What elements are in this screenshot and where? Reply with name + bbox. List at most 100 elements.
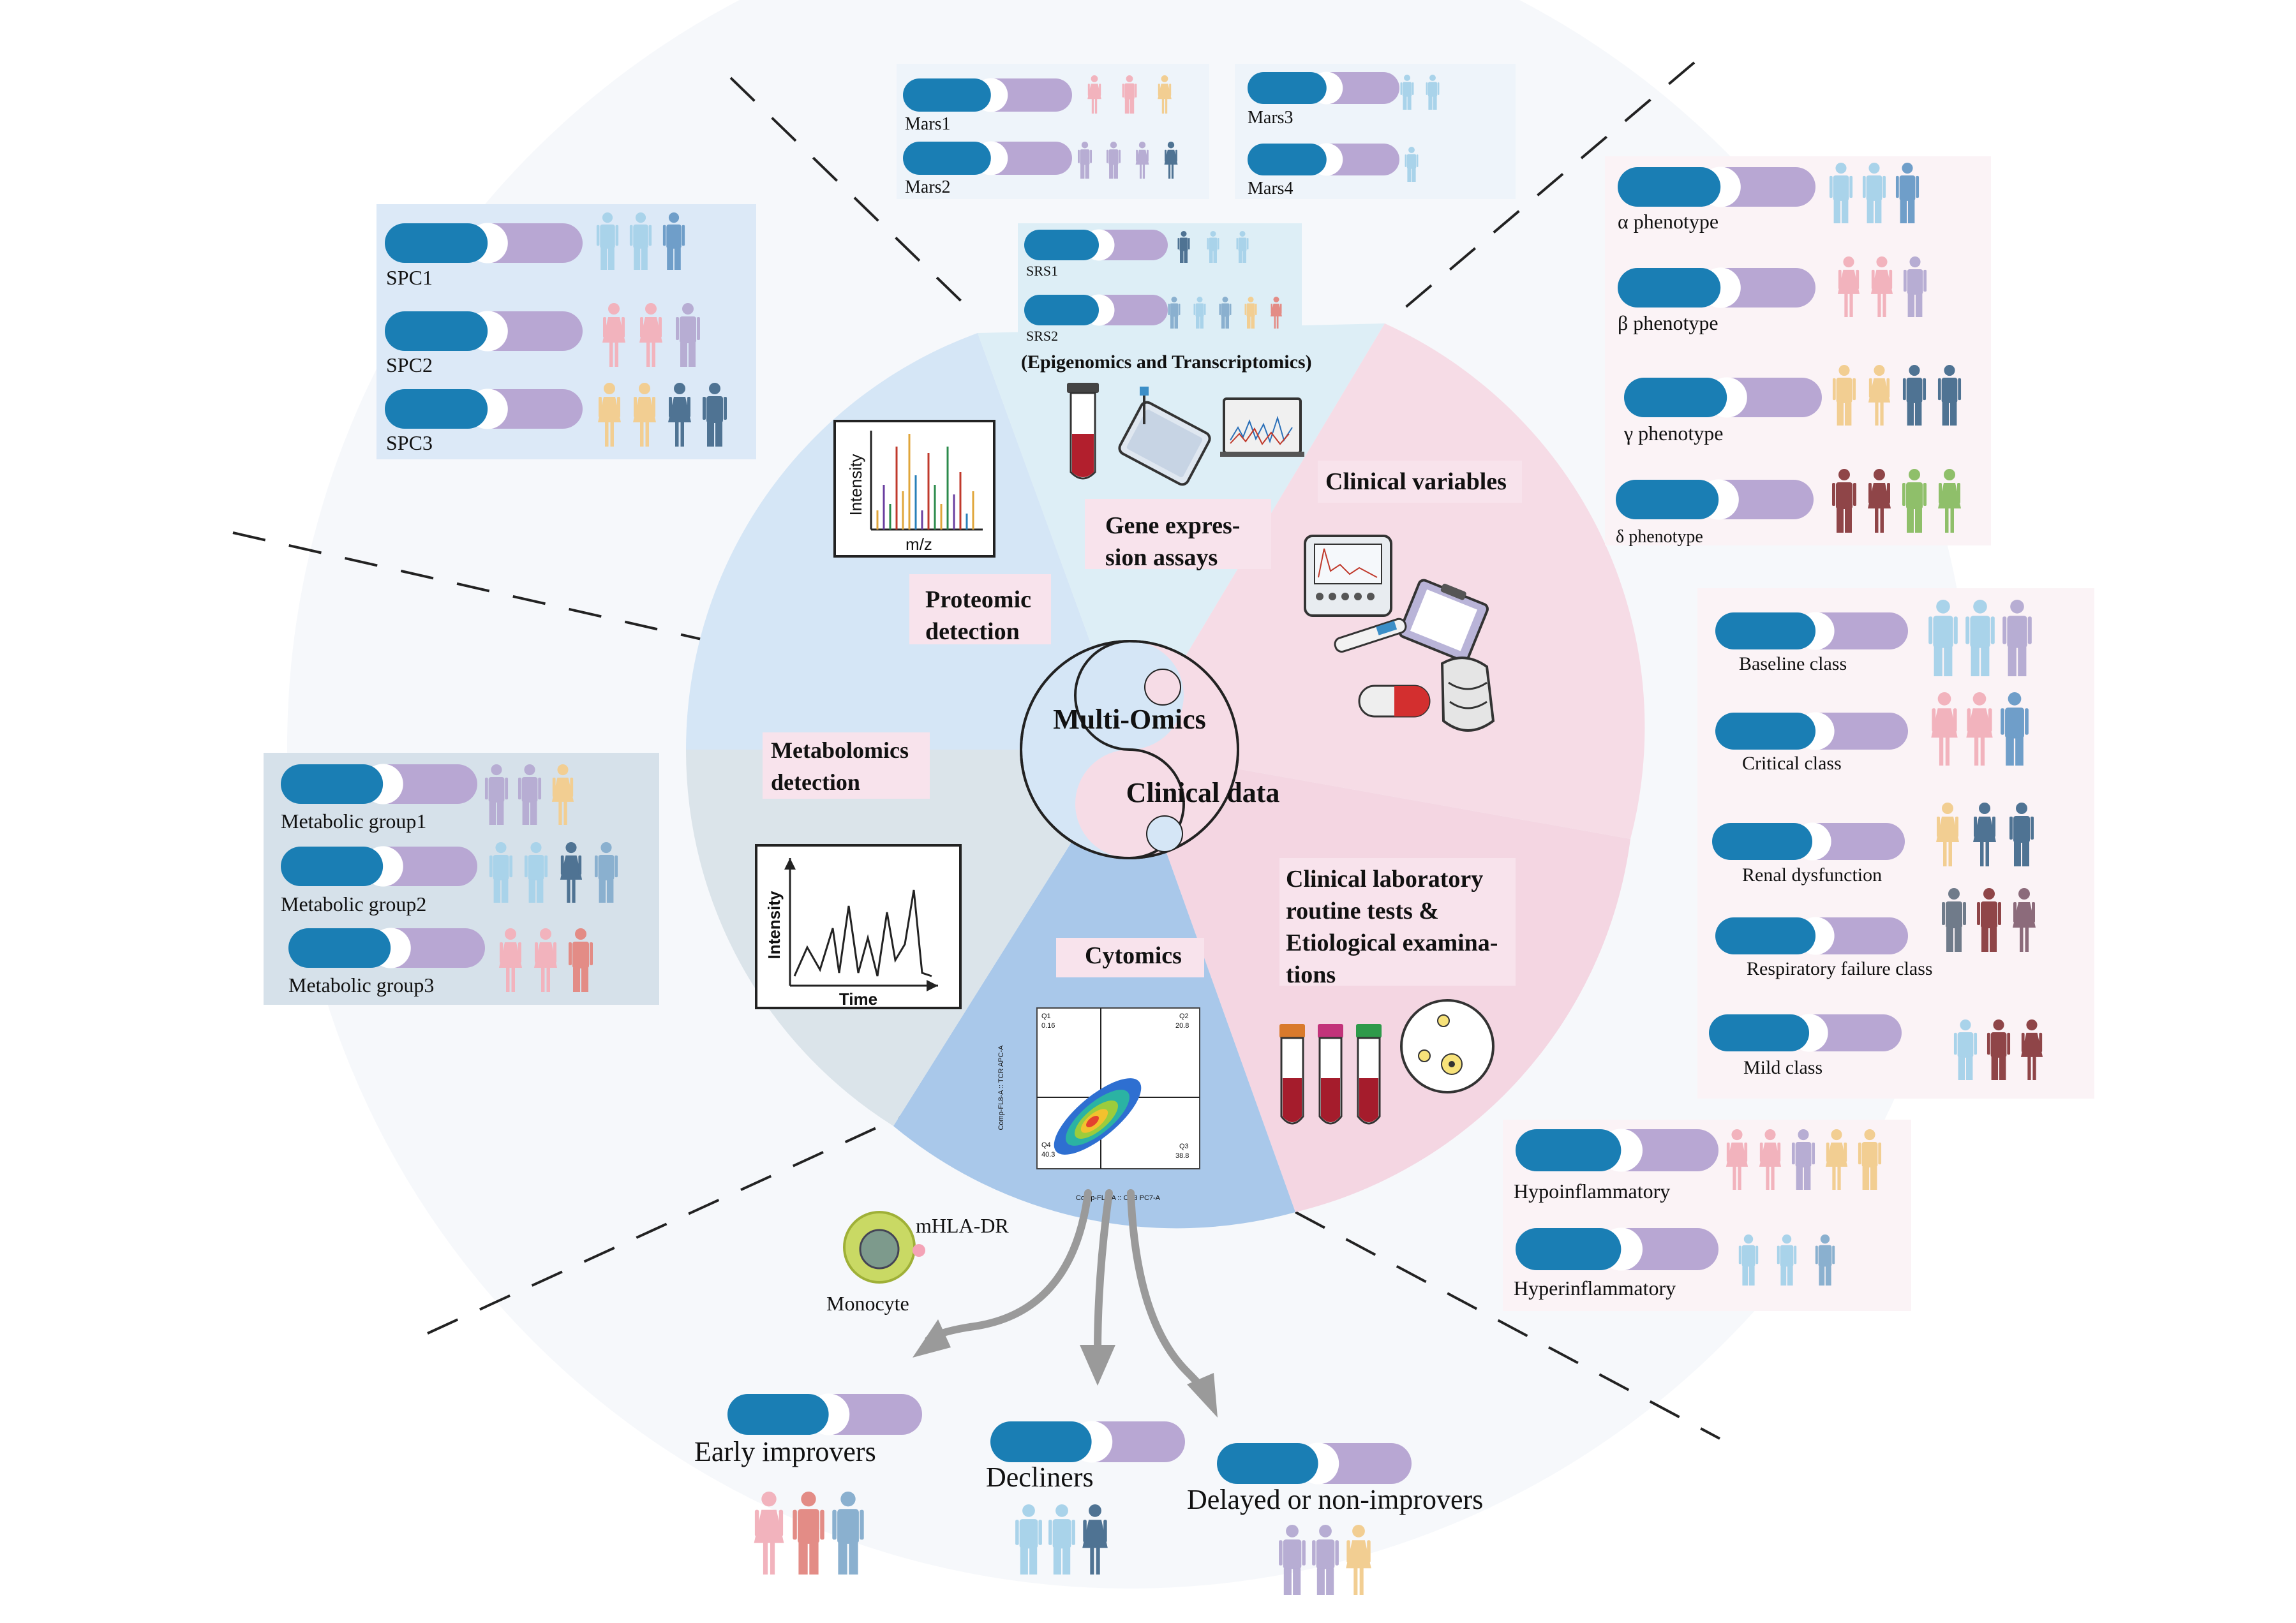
- metab3-person-1: [499, 928, 522, 992]
- monocyte-label: Monocyte: [826, 1292, 909, 1315]
- mars3-person-1: [1400, 75, 1414, 110]
- baseline-person-1: [1928, 600, 1958, 676]
- mass-spectrum-plot: Intensity m/z: [833, 420, 995, 558]
- cytomics-title: Cytomics: [1085, 942, 1182, 969]
- metab3-person-2: [534, 928, 557, 992]
- srs1-pill: [1024, 229, 1168, 261]
- delta-person-3: [1902, 469, 1927, 533]
- sequencing-monitor-icon: [1220, 397, 1304, 457]
- mars2-person-3: [1135, 142, 1149, 179]
- spc2-person-1: [602, 303, 625, 367]
- srs2-label: SRS2: [1026, 328, 1058, 344]
- monocyte-icon: [843, 1211, 925, 1284]
- spc3-pill: [385, 389, 583, 429]
- gene-title-1: Gene expres-: [1105, 512, 1240, 539]
- gamma-phenotype-label: γ phenotype: [1623, 422, 1723, 445]
- delayed-person-3: [1346, 1525, 1371, 1595]
- beta-person-2: [1870, 256, 1893, 317]
- srs1-person-3: [1236, 231, 1249, 263]
- clipboard-icon: [1398, 579, 1489, 662]
- gamma-person-2: [1868, 365, 1891, 426]
- mars3-label: Mars3: [1248, 108, 1293, 128]
- spc3-person-1: [598, 383, 621, 447]
- gene-subtitle: (Epigenomics and Transcriptomics): [1021, 352, 1312, 373]
- spc2-person-2: [639, 303, 662, 367]
- beta-person-3: [1903, 256, 1927, 317]
- metab1-person-2: [518, 764, 542, 825]
- early-person-2: [793, 1492, 824, 1575]
- flow-q2: Q2: [1179, 1012, 1189, 1020]
- flow-q1: Q1: [1041, 1012, 1051, 1020]
- flow-q2-value: 20.8: [1175, 1022, 1189, 1030]
- flow-x-axis: Comp-FL5-A :: CD3 PC7-A: [1076, 1194, 1161, 1202]
- gamma-phenotype-pill: [1624, 377, 1822, 418]
- srs2-person-2: [1193, 297, 1206, 329]
- spc1-pill: [385, 223, 583, 263]
- metabolic-group2-label: Metabolic group2: [281, 893, 426, 915]
- hyperinflammatory-pill: [1516, 1227, 1718, 1271]
- spectrum-x-label: m/z: [906, 535, 932, 554]
- spc3-person-3: [668, 383, 691, 447]
- metab1-person-1: [484, 764, 509, 825]
- spc3-label: SPC3: [386, 431, 433, 454]
- baseline-person-2: [1965, 600, 1995, 676]
- critical-person-1: [1931, 692, 1958, 766]
- delayed-person-1: [1279, 1525, 1306, 1595]
- mild-person-3: [2020, 1019, 2043, 1080]
- flow-q4-value: 40.3: [1041, 1151, 1055, 1159]
- flow-q3-value: 38.8: [1175, 1152, 1189, 1160]
- chromatogram-y-label: Intensity: [764, 891, 784, 959]
- metab3-person-3: [569, 928, 593, 992]
- baseline-class-label: Baseline class: [1739, 653, 1847, 674]
- mars1-label: Mars1: [905, 114, 951, 134]
- spc2-pill: [385, 311, 583, 352]
- renal-person-2: [1973, 803, 1996, 866]
- mars2-person-4: [1164, 142, 1178, 179]
- metab1-person-3: [551, 764, 574, 825]
- spc1-person-2: [629, 212, 652, 270]
- srs2-person-5: [1271, 297, 1282, 329]
- decliners-person-3: [1082, 1504, 1108, 1575]
- gamma-person-1: [1832, 365, 1856, 426]
- beta-person-1: [1837, 256, 1860, 317]
- alpha-person-1: [1829, 162, 1853, 223]
- respiratory-person-1: [1942, 888, 1966, 952]
- spc1-person-3: [662, 212, 685, 270]
- respiratory-person-2: [1977, 888, 2001, 952]
- metab2-person-3: [560, 842, 583, 903]
- clinical-variables-title-bg: [1318, 461, 1522, 503]
- hypo-person-5: [1858, 1129, 1882, 1190]
- srs1-label: SRS1: [1026, 263, 1058, 279]
- chromatogram-plot: Intensity Time: [755, 844, 962, 1009]
- ventilator-mask-icon: [1440, 656, 1495, 732]
- alpha-phenotype-label: α phenotype: [1618, 210, 1718, 233]
- pill-layer: [281, 71, 1908, 1485]
- metab2-person-1: [489, 842, 513, 903]
- proteomic-title-1: Proteomic: [925, 586, 1031, 613]
- spc1-person-1: [596, 212, 619, 270]
- mars4-label: Mars4: [1248, 179, 1293, 198]
- hyper-person-1: [1738, 1234, 1759, 1286]
- mild-class-pill: [1709, 1014, 1902, 1052]
- clinical-lab-title-bg: [1279, 858, 1516, 986]
- beta-phenotype-label: β phenotype: [1618, 311, 1718, 334]
- proteomic-title-2: detection: [925, 618, 1020, 645]
- srs2-person-1: [1168, 297, 1181, 329]
- delayed-pill: [1217, 1442, 1412, 1485]
- spc1-label: SPC1: [386, 266, 433, 289]
- mars3-pill: [1248, 71, 1399, 105]
- critical-person-2: [1966, 692, 1993, 766]
- patient-monitor-icon: [1304, 535, 1392, 617]
- spc3-person-2: [633, 383, 656, 447]
- gamma-person-3: [1902, 365, 1927, 426]
- delta-phenotype-pill: [1616, 479, 1814, 520]
- spc2-label: SPC2: [386, 353, 433, 376]
- respiratory-failure-label: Respiratory failure class: [1747, 958, 1933, 979]
- baseline-person-3: [2002, 600, 2032, 676]
- lab-tube-3: [1356, 1024, 1382, 1125]
- pill-capsule-icon: [1358, 685, 1431, 718]
- renal-person-1: [1936, 803, 1959, 866]
- beta-phenotype-pill: [1618, 267, 1815, 308]
- mild-person-1: [1953, 1019, 1978, 1080]
